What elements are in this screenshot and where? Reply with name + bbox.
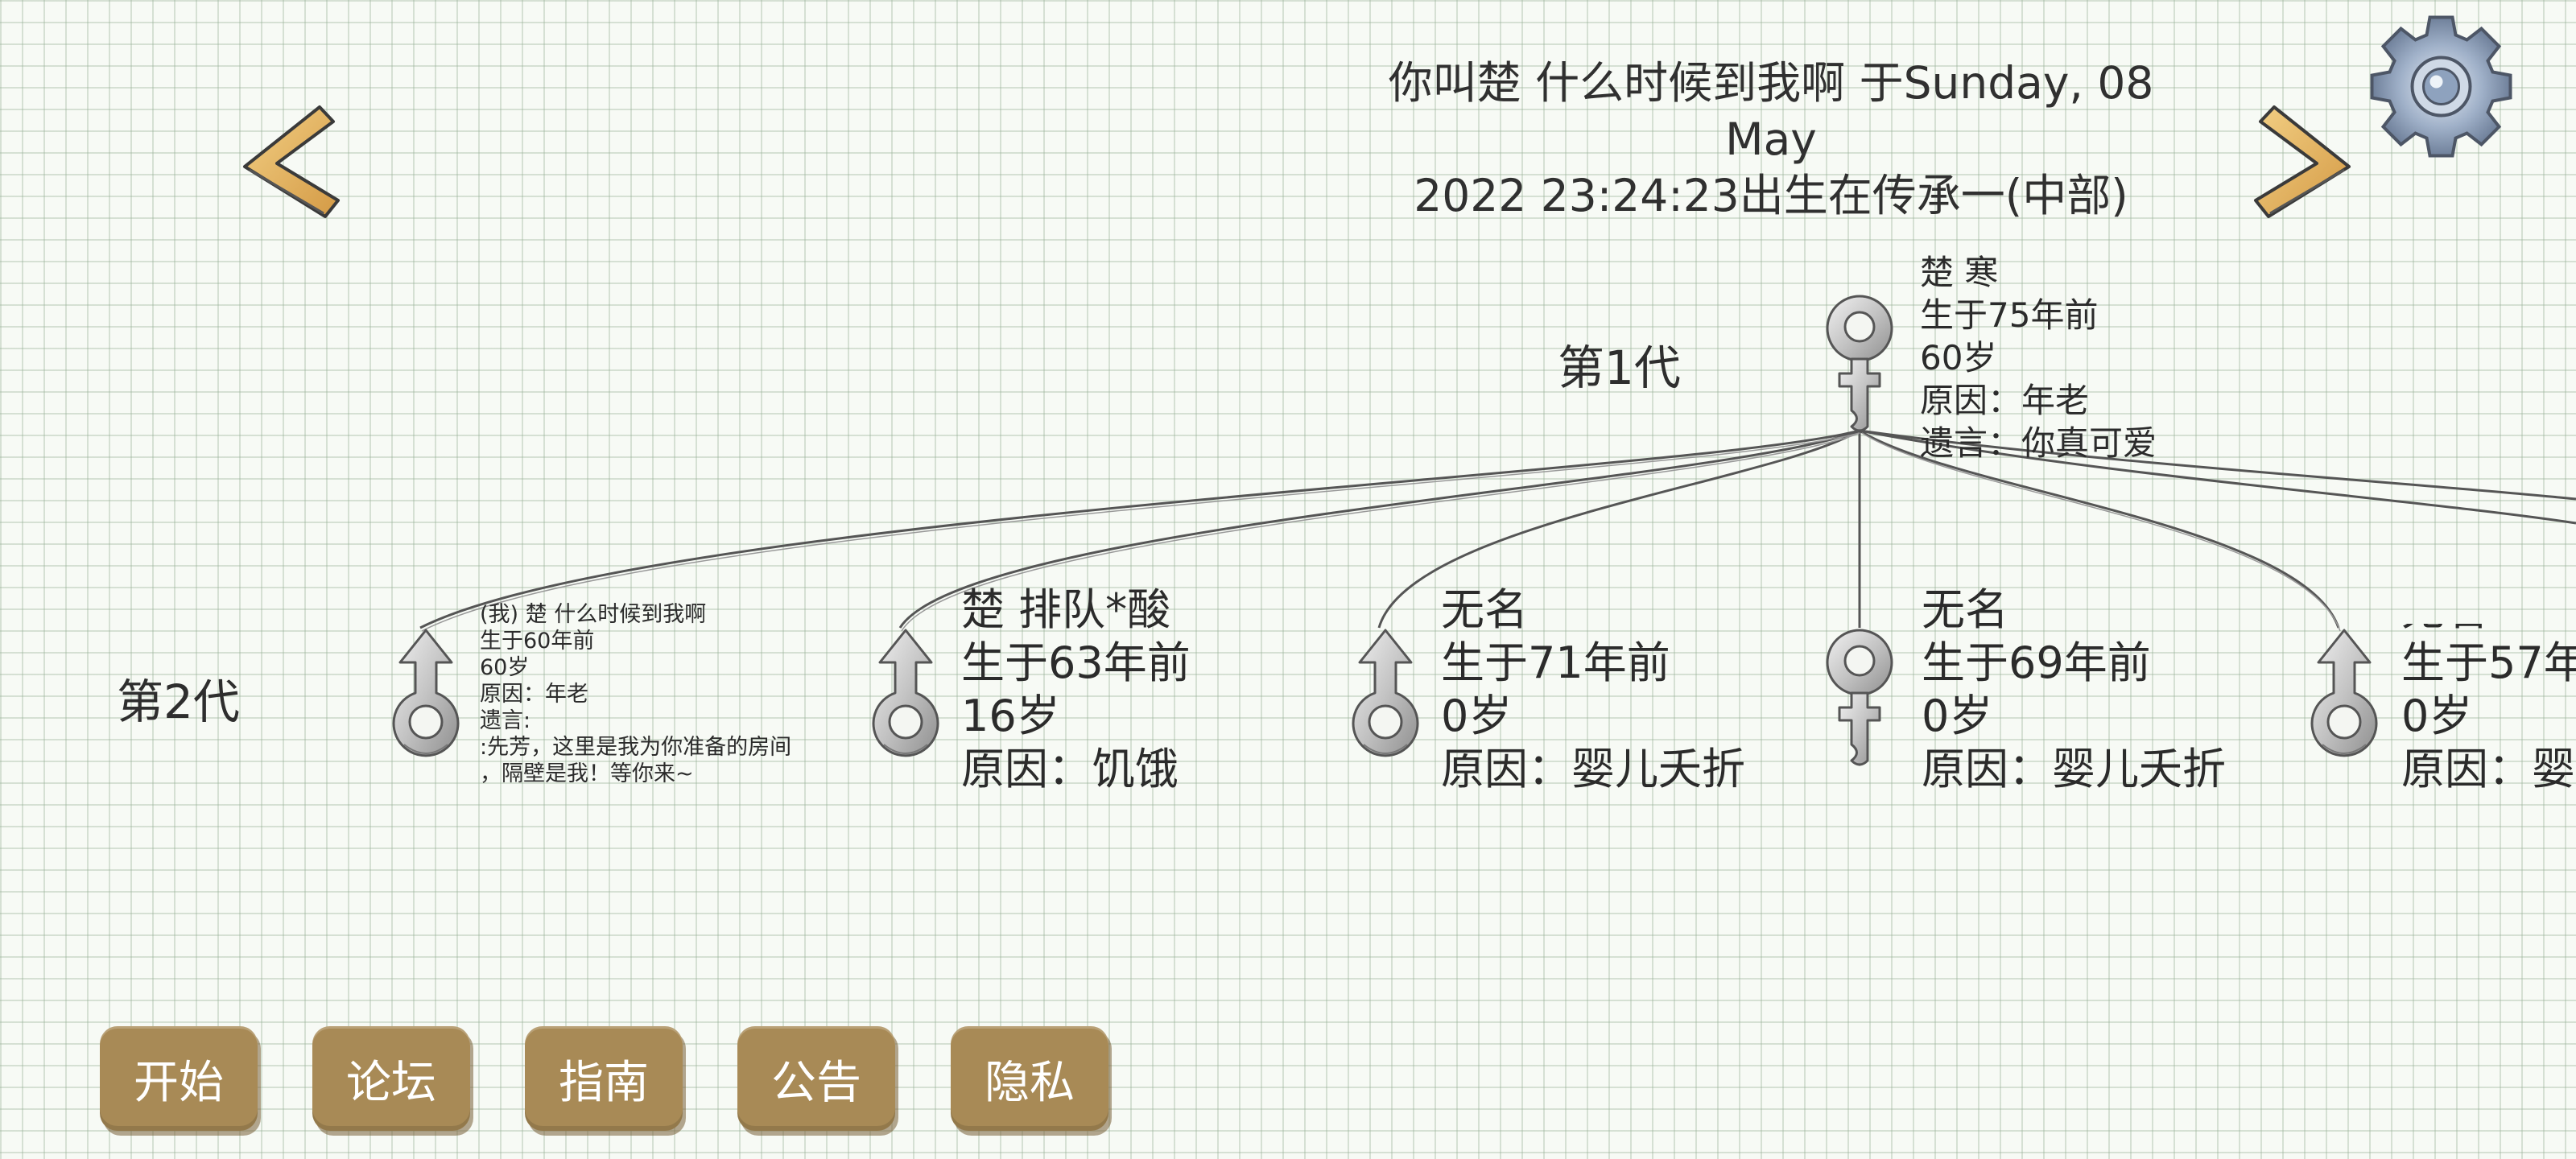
chevron-left-icon[interactable] [235,101,348,221]
male-symbol-icon [860,624,952,769]
generation-2-label: 第2代 [117,674,240,729]
page-title: 你叫楚 什么时候到我啊 于Sunday, 08 May 2022 23:24:2… [1368,55,2174,224]
child-1-cause: 原因：年老 [480,682,588,707]
chevron-right-icon[interactable] [2246,101,2359,221]
child-3-age: 0岁 [1441,691,1513,741]
child-1-info: (我) 楚 什么时候到我啊 生于60年前 60岁 原因：年老 遗言: :先芳，这… [480,601,791,787]
child-card-2[interactable]: 楚 排队*酸 生于63年前 16岁 原因：饥饿 [860,584,1246,801]
child-4-born: 生于69年前 [1922,637,2151,688]
title-line-1: 你叫楚 什么时候到我啊 于Sunday, 08 May [1388,57,2154,165]
child-1-born: 生于60年前 [480,629,595,654]
child-4-info: 无名 生于69年前 0岁 原因：婴儿夭折 [1922,584,2226,796]
tree-line-offscreen-2 [1859,429,2576,501]
child-card-5[interactable]: 无名 生于57年 0岁 原因：婴 [2298,624,2576,801]
ancestor-info: 楚 寒 生于75年前 60岁 原因：年老 遗言：你真可爱 [1920,251,2157,464]
ancestor-last-words: 遗言：你真可爱 [1920,423,2157,463]
child-4-age: 0岁 [1922,691,1993,741]
forum-button[interactable]: 论坛 [312,1026,470,1131]
female-symbol-icon [1814,290,1906,435]
child-1-last-words-line2: ，隔壁是我！等你来~ [480,761,694,786]
male-symbol-icon [2298,624,2391,769]
child-3-name: 无名 [1441,584,1528,635]
child-2-info: 楚 排队*酸 生于63年前 16岁 原因：饥饿 [961,584,1191,796]
child-2-age: 16岁 [961,691,1060,741]
child-5-cause: 原因：婴 [2401,744,2575,794]
ancestor-born: 生于75年前 [1920,295,2099,335]
generation-1-label: 第1代 [1558,340,1681,395]
ancestor-age: 60岁 [1920,338,1997,377]
child-5-info: 无名 生于57年 0岁 原因：婴 [2401,624,2576,796]
child-2-cause: 原因：饥饿 [961,744,1179,794]
tree-line-child-3 [1377,429,1860,629]
child-4-cause: 原因：婴儿夭折 [1922,744,2226,794]
ancestor-name: 楚 寒 [1920,253,1999,292]
privacy-button[interactable]: 隐私 [951,1026,1108,1131]
female-symbol-icon [1814,624,1906,769]
child-5-born: 生于57年 [2401,637,2576,688]
child-2-name: 楚 排队*酸 [961,584,1171,635]
male-symbol-icon [1340,624,1432,769]
notice-button[interactable]: 公告 [737,1026,895,1131]
child-card-4[interactable]: 无名 生于69年前 0岁 原因：婴儿夭折 [1814,584,2264,801]
child-2-born: 生于63年前 [961,637,1191,688]
ancestor-cause: 原因：年老 [1920,381,2090,420]
child-5-age: 0岁 [2401,691,2473,741]
child-3-born: 生于71年前 [1441,637,1670,688]
tree-line-child-5 [1859,429,2340,629]
ancestor-card[interactable]: 楚 寒 生于75年前 60岁 原因：年老 遗言：你真可爱 [1814,253,2216,483]
start-button[interactable]: 开始 [100,1026,258,1131]
male-symbol-icon [380,624,473,769]
child-1-name: (我) 楚 什么时候到我啊 [480,602,707,627]
child-card-3[interactable]: 无名 生于71年前 0岁 原因：婴儿夭折 [1340,584,1790,801]
child-1-last-words-label: 遗言: [480,708,531,733]
tree-line-child-2 [898,429,1860,629]
gear-icon[interactable] [2367,12,2516,161]
guide-button[interactable]: 指南 [525,1026,683,1131]
child-3-info: 无名 生于71年前 0岁 原因：婴儿夭折 [1441,584,1745,796]
child-4-name: 无名 [1922,584,2008,635]
child-5-name: 无名 [2401,624,2576,637]
tree-line-child-1 [419,429,1860,629]
tree-line-offscreen-1 [1859,429,2576,525]
child-card-1[interactable]: (我) 楚 什么时候到我啊 生于60年前 60岁 原因：年老 遗言: :先芳，这… [380,602,831,786]
child-1-age: 60岁 [480,655,530,680]
child-3-cause: 原因：婴儿夭折 [1441,744,1745,794]
child-1-last-words-line1: :先芳，这里是我为你准备的房间 [480,735,792,760]
title-line-2: 2022 23:24:23出生在传承一(中部) [1414,170,2128,221]
